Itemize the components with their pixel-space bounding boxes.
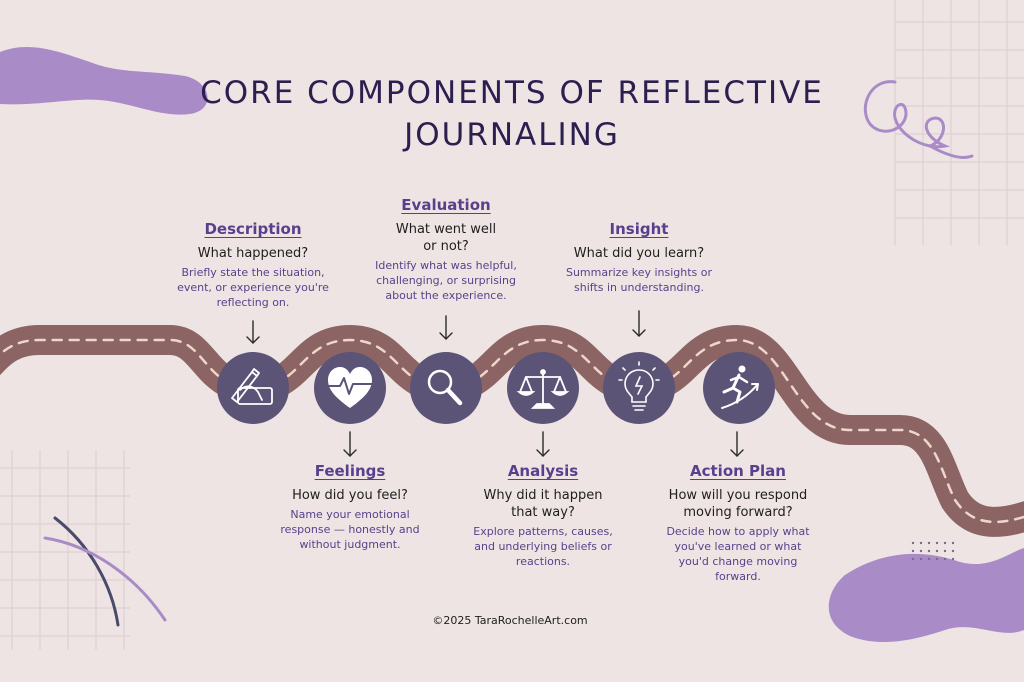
arrow-description <box>246 320 260 344</box>
step-circles <box>217 352 775 424</box>
heartbeat-icon <box>328 367 372 408</box>
runner-icon <box>721 365 759 409</box>
magnifier-icon <box>427 369 463 406</box>
step-circle-evaluation <box>410 352 482 424</box>
lightbulb-icon <box>618 361 660 411</box>
scales-icon <box>516 369 570 409</box>
component-analysis: Analysis Why did it happen that way? Exp… <box>468 461 618 569</box>
component-question: What did you learn? <box>573 246 705 261</box>
component-description-text: Briefly state the situation, event, or e… <box>177 266 329 309</box>
component-description-text: Name your emotional response — honestly … <box>280 508 420 551</box>
writing-hand-icon <box>231 368 273 405</box>
arc-decoration-bottom-left <box>43 516 167 627</box>
component-insight: Insight What did you learn? Summarize ke… <box>561 219 717 295</box>
component-question: How did you feel? <box>292 488 408 503</box>
component-description-text: Decide how to apply what you've learned … <box>666 525 810 583</box>
component-heading: Action Plan <box>690 462 786 480</box>
component-question: What went well or not? <box>395 222 497 254</box>
component-question: What happened? <box>197 246 309 261</box>
component-heading: Evaluation <box>401 196 491 214</box>
component-question: Why did it happen that way? <box>483 488 603 520</box>
arrow-feelings <box>343 431 357 457</box>
component-action-plan: Action Plan How will you respond moving … <box>664 461 812 584</box>
component-heading: Feelings <box>314 462 386 480</box>
grid-decoration-bottom-left <box>0 450 130 650</box>
step-circle-action-plan <box>703 352 775 424</box>
component-question: How will you respond moving forward? <box>668 488 808 520</box>
step-circle-insight <box>603 352 675 424</box>
grid-decoration-top-right <box>894 0 1024 245</box>
component-evaluation: Evaluation What went well or not? Identi… <box>368 195 524 303</box>
paint-stroke-top-left <box>0 46 208 115</box>
component-heading: Insight <box>609 220 669 238</box>
component-description-text: Identify what was helpful, challenging, … <box>375 259 517 302</box>
arrow-analysis <box>536 431 550 457</box>
arrows <box>246 310 744 457</box>
arrow-evaluation <box>439 315 453 340</box>
page-title: Core Components of Reflective Journaling <box>200 75 824 153</box>
component-description-text: Explore patterns, causes, and underlying… <box>473 525 613 568</box>
component-heading: Description <box>204 220 302 238</box>
component-feelings: Feelings How did you feel? Name your emo… <box>280 461 420 552</box>
component-description: Description What happened? Briefly state… <box>176 219 330 310</box>
component-heading: Analysis <box>507 462 579 480</box>
arrow-action-plan <box>730 431 744 457</box>
copyright-text: ©2025 TaraRochelleArt.com <box>432 614 588 627</box>
paint-stroke-bottom-right <box>828 548 1024 643</box>
squiggle-decoration-top-right <box>863 80 974 160</box>
dot-pattern-decoration <box>911 541 955 561</box>
arrow-insight <box>632 310 646 337</box>
component-description-text: Summarize key insights or shifts in unde… <box>565 266 713 294</box>
